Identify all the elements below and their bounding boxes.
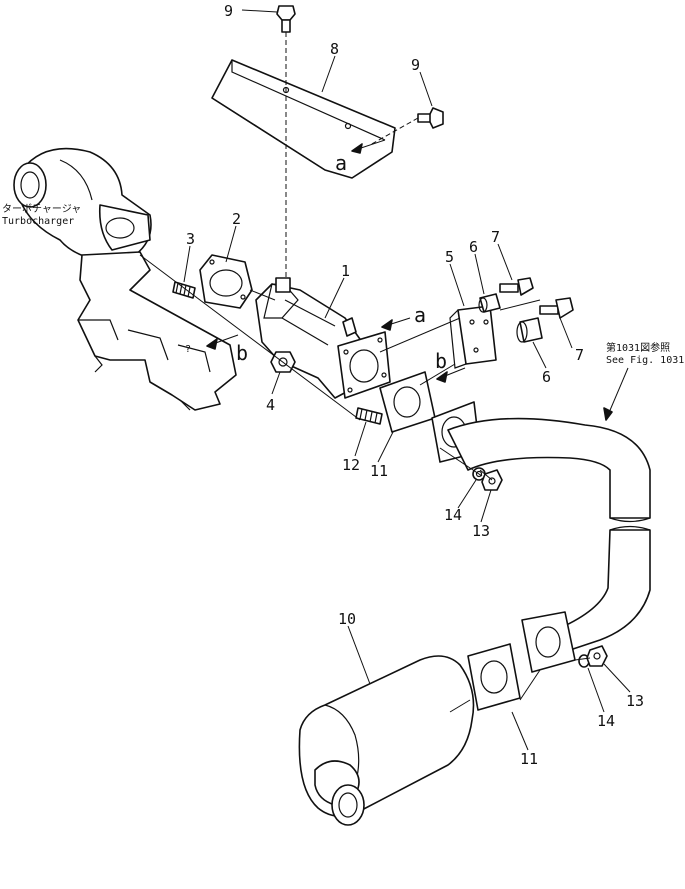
stud-elbow — [355, 407, 383, 425]
svg-text:?: ? — [185, 344, 191, 355]
callout-4: 4 — [266, 396, 275, 414]
spacer-upper — [478, 293, 501, 313]
callout-1: 1 — [341, 262, 350, 280]
callout-13-lower: 13 — [626, 692, 644, 710]
callout-8: 8 — [330, 40, 339, 58]
view-letter-a-cover: a — [335, 151, 347, 175]
callout-5: 5 — [445, 248, 454, 266]
callout-14-upper: 14 — [444, 506, 462, 524]
view-letter-a-elbow: a — [414, 303, 426, 327]
nut-lower — [586, 645, 608, 667]
bolt-upper — [499, 277, 534, 296]
fig-reference-en: See Fig. 1031 — [606, 355, 684, 366]
bolt-top — [276, 5, 296, 33]
exhaust-pipe — [431, 401, 651, 673]
assembly-lines — [139, 32, 591, 713]
view-letter-b-manifold: b — [236, 341, 248, 365]
callout-3: 3 — [186, 230, 195, 248]
stud — [172, 281, 196, 299]
turbocharger-label-en: Turbocharger — [2, 216, 74, 227]
fig-reference-jp: 第1031図参照 — [606, 341, 670, 354]
exhaust-elbow — [255, 277, 391, 399]
bolt-lower — [539, 297, 574, 319]
turbocharger-label-jp: ターボチャージャ — [2, 203, 81, 215]
view-letter-b-pipe: b — [435, 349, 447, 373]
callout-7-upper: 7 — [491, 228, 500, 246]
exhaust-manifold: ? — [77, 251, 237, 411]
gasket-lower — [467, 643, 521, 711]
callout-9-top: 9 — [224, 2, 233, 20]
view-arrow-b-manifold — [206, 334, 239, 350]
turbocharger — [13, 147, 152, 263]
view-arrow-b-pipe — [436, 367, 466, 383]
bracket — [449, 305, 497, 369]
callout-13-upper: 13 — [472, 522, 490, 540]
callout-6-upper: 6 — [469, 238, 478, 256]
callout-leaders — [183, 9, 631, 751]
callout-6-lower: 6 — [542, 368, 551, 386]
muffler — [298, 655, 475, 826]
callout-7-lower: 7 — [575, 346, 584, 364]
view-arrow-a-cover — [351, 139, 386, 154]
callout-11-lower: 11 — [520, 750, 538, 768]
gasket-turbo — [199, 254, 253, 309]
exhaust-cover — [211, 59, 396, 179]
spacer-lower — [516, 317, 543, 343]
callout-12: 12 — [342, 456, 360, 474]
callout-14-lower: 14 — [597, 712, 615, 730]
reference-arrow-fig — [603, 367, 629, 421]
view-arrow-a-elbow — [381, 317, 411, 331]
callout-9-right: 9 — [411, 56, 420, 74]
callout-10: 10 — [338, 610, 356, 628]
bolt-right — [417, 107, 444, 129]
callout-11-upper: 11 — [370, 462, 388, 480]
callout-2: 2 — [232, 210, 241, 228]
